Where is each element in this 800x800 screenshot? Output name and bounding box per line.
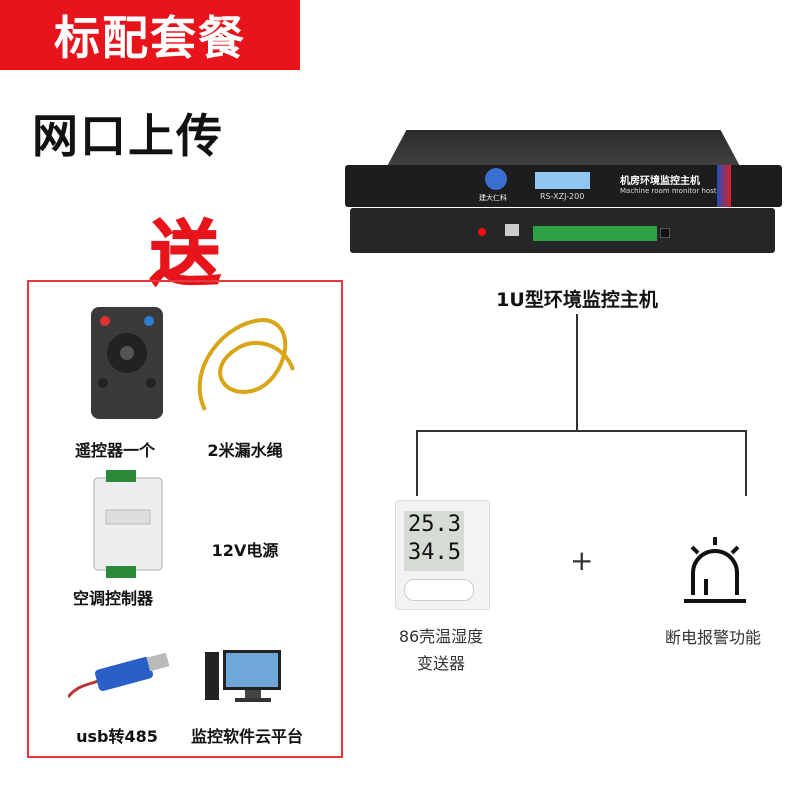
computer-monitor-icon	[205, 650, 281, 702]
gift-label-usb: usb转485	[76, 727, 158, 746]
ac-controller-icon	[93, 470, 163, 578]
gift-label-remote: 遥控器一个	[74, 441, 156, 460]
connector-line	[416, 430, 418, 496]
gift-label-software: 监控软件云平台	[190, 727, 304, 746]
gift-box	[27, 280, 343, 758]
panel-subtitle: Machine room monitor host	[620, 187, 717, 195]
host-title: 1U型环境监控主机	[496, 289, 658, 311]
sensor-label: 86壳温湿度 变送器	[399, 623, 483, 677]
remote-control-icon	[91, 307, 163, 419]
connector-line	[416, 430, 747, 432]
usb-adapter-icon	[68, 652, 170, 698]
connector-line	[745, 430, 747, 496]
temp-humidity-sensor-image: 25.3 34.5	[395, 500, 490, 610]
package-banner: 标配套餐	[0, 0, 300, 70]
sensor-label-line2: 变送器	[416, 654, 465, 673]
host-device-image: 建大仁科 RS-XZJ-200 机房环境监控主机 Machine room mo…	[345, 130, 782, 265]
sensor-label-line1: 86壳温湿度	[398, 627, 484, 646]
brand-name: 建大仁科	[479, 194, 507, 202]
sensor-temp: 25.3	[408, 512, 461, 537]
panel-title: 机房环境监控主机	[620, 176, 700, 187]
model-number: RS-XZJ-200	[540, 192, 585, 201]
leak-rope-icon	[197, 317, 295, 411]
alarm-label: 断电报警功能	[664, 628, 762, 647]
gift-label-ac-controller: 空调控制器	[72, 589, 154, 608]
brand-logo-icon	[485, 168, 507, 190]
gift-label-rope: 2米漏水绳	[207, 441, 283, 460]
gift-label-power: 12V电源	[211, 541, 279, 560]
alarm-light-icon	[684, 537, 746, 603]
upload-mode-title: 网口上传	[32, 109, 224, 163]
plus-sign: +	[570, 544, 594, 577]
gift-badge: 送	[149, 212, 221, 296]
connector-line	[576, 314, 578, 431]
sensor-humidity: 34.5	[408, 540, 461, 565]
